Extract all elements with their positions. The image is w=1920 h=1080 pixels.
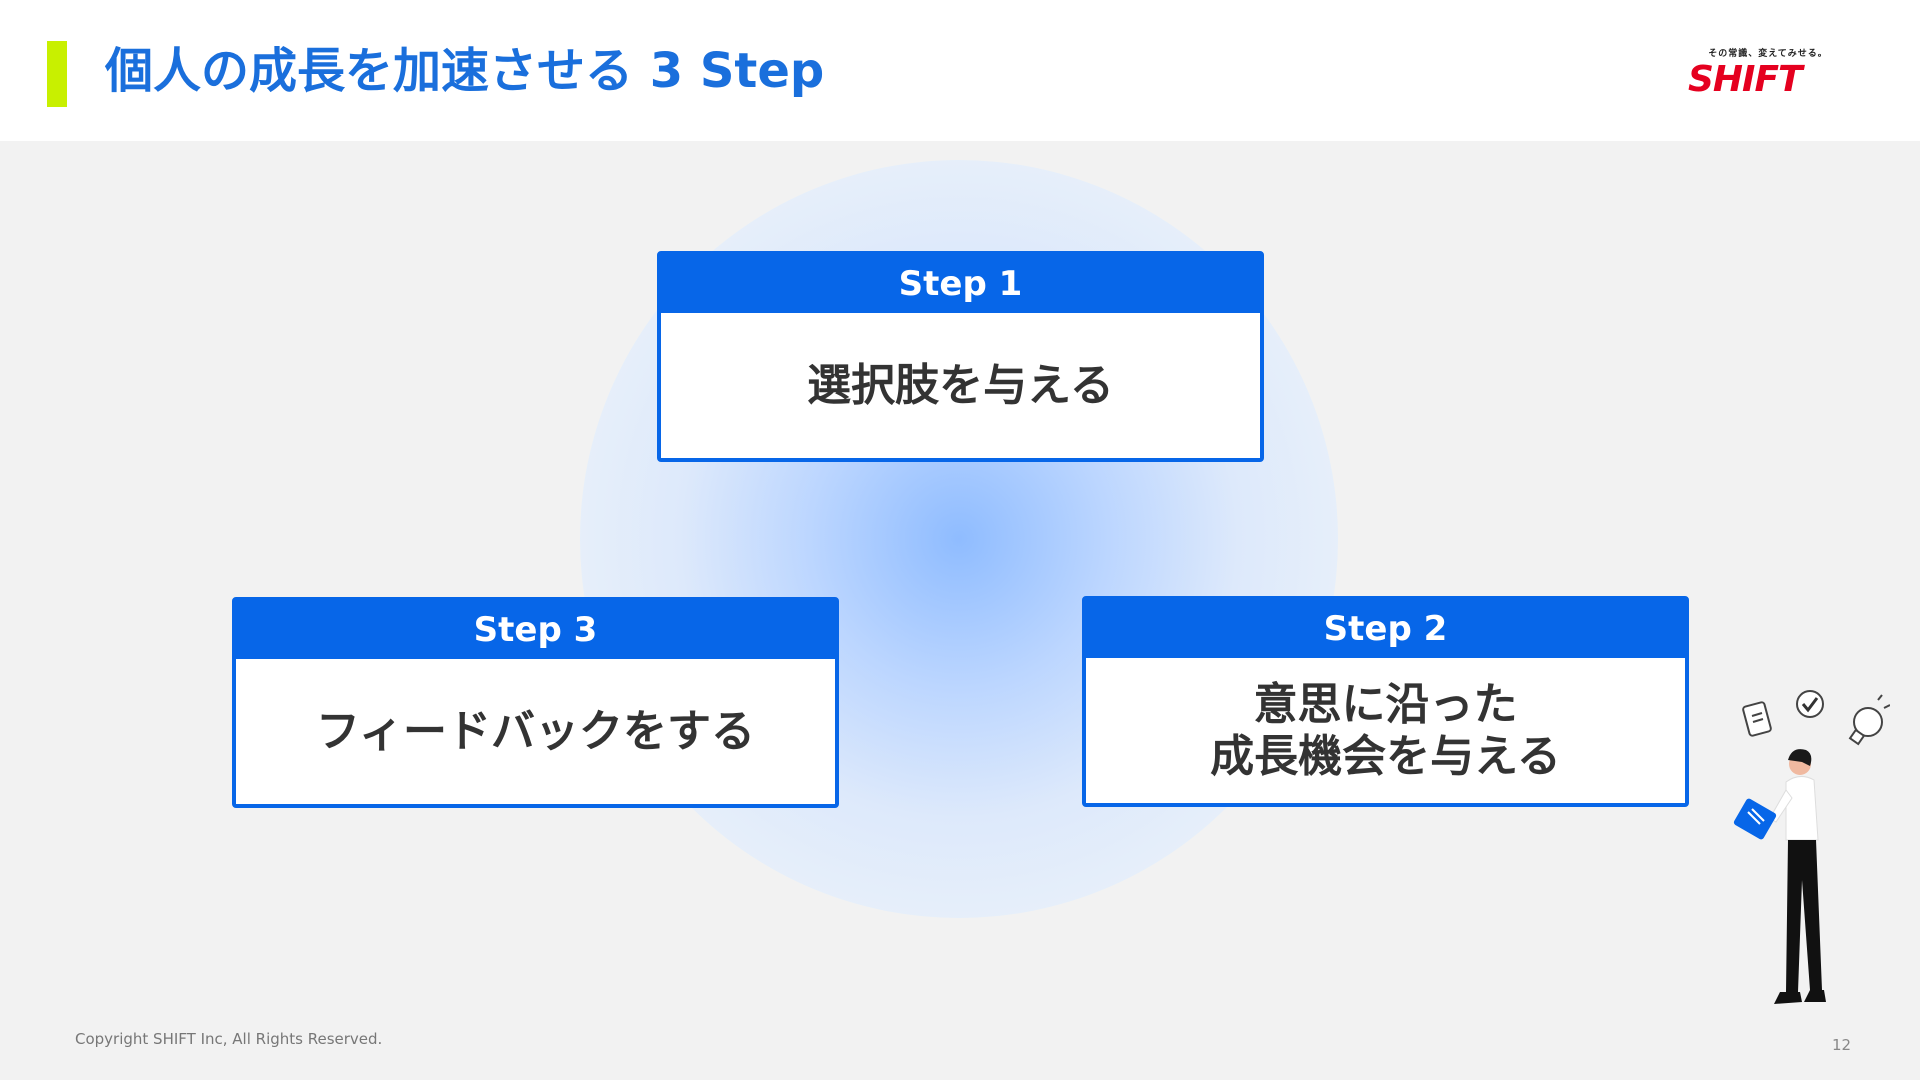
step-card-2: Step 2 意思に沿った 成長機会を与える	[1082, 596, 1689, 807]
step-1-label: Step 1	[661, 255, 1260, 313]
person-figure	[1769, 749, 1826, 1004]
step-card-3: Step 3 フィードバックをする	[232, 597, 839, 808]
company-logo: その常識、変えてみせる。 SHIFT	[1688, 46, 1848, 100]
slide-header: 個人の成長を加速させる 3 Step その常識、変えてみせる。 SHIFT	[0, 0, 1920, 141]
logo-tagline: その常識、変えてみせる。	[1708, 49, 1828, 59]
check-circle-icon	[1796, 690, 1824, 718]
person-reading-illustration	[1733, 690, 1890, 1004]
copyright-text: Copyright SHIFT Inc, All Rights Reserved…	[75, 1030, 383, 1048]
step-2-text: 意思に沿った 成長機会を与える	[1210, 678, 1561, 782]
book-icon	[1733, 798, 1777, 840]
title-accent-bar	[47, 41, 67, 107]
step-1-text: 選択肢を与える	[807, 359, 1114, 411]
page-number: 12	[1832, 1036, 1852, 1054]
lightbulb-icon	[1848, 694, 1890, 746]
document-icon	[1742, 701, 1772, 737]
slide-title: 個人の成長を加速させる 3 Step	[105, 43, 825, 99]
step-3-label: Step 3	[236, 601, 835, 659]
step-2-label: Step 2	[1086, 600, 1685, 658]
logo-wordmark: SHIFT	[1688, 59, 1803, 100]
step-card-1: Step 1 選択肢を与える	[657, 251, 1264, 462]
step-3-text: フィードバックをする	[315, 705, 756, 757]
